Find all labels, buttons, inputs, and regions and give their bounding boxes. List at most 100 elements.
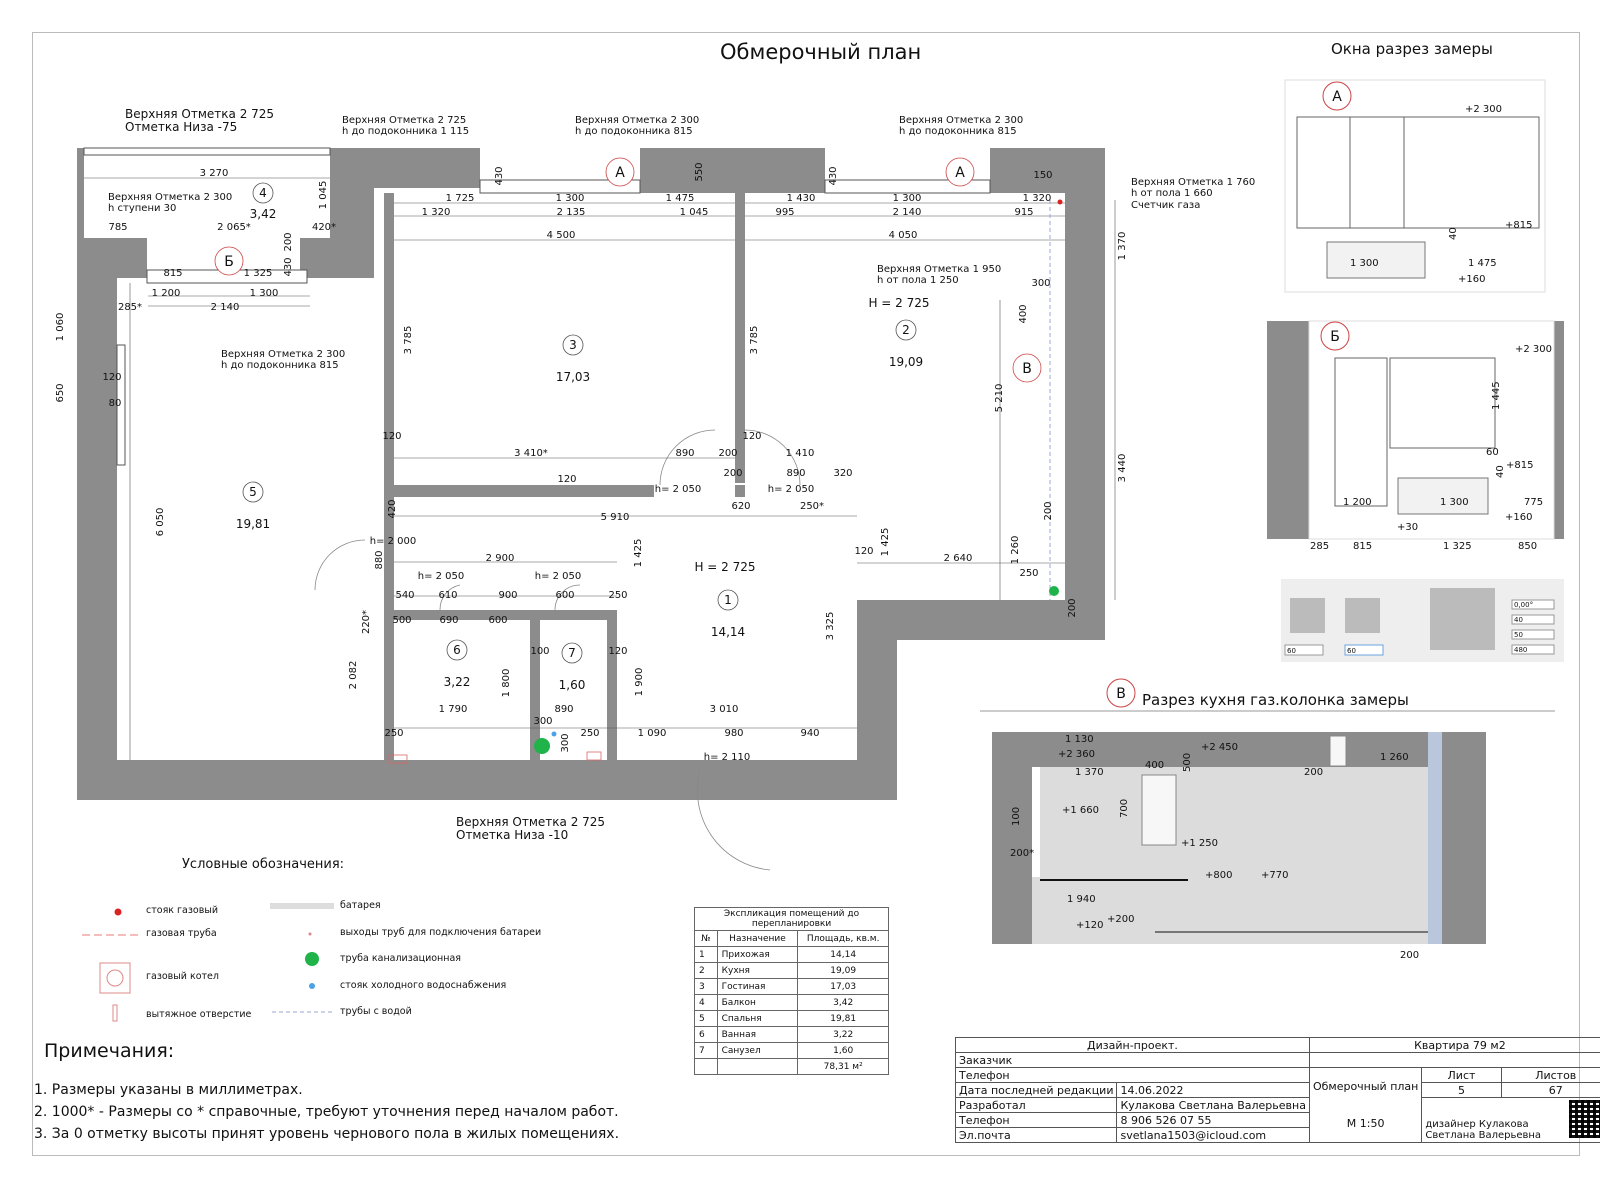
svg-text:220*: 220* — [361, 610, 372, 634]
table-header: Назначение — [716, 930, 799, 947]
room-number: 7 — [568, 646, 576, 660]
svg-text:h= 2 000: h= 2 000 — [370, 536, 417, 547]
svg-text:300: 300 — [1031, 278, 1050, 289]
notes-title: Примечания: — [44, 1040, 175, 1062]
svg-text:940: 940 — [800, 728, 819, 739]
svg-text:480: 480 — [1514, 646, 1527, 654]
svg-text:1 430: 1 430 — [787, 193, 816, 204]
svg-text:600: 600 — [488, 615, 507, 626]
wall — [857, 600, 1105, 640]
developer-label: Разработал — [954, 1097, 1118, 1113]
kitchen-section: В 1 130 +2 360 1 370 400 +2 450 200 1 26… — [980, 678, 1555, 961]
svg-text:1 475: 1 475 — [666, 193, 695, 204]
customer-label: Заказчик — [955, 1052, 1310, 1068]
svg-text:3 270: 3 270 — [200, 168, 229, 179]
gas-riser-mark — [1057, 199, 1063, 205]
drawing-frame — [32, 32, 1580, 1156]
svg-text:1 260: 1 260 — [1010, 536, 1021, 565]
svg-text:+1 250: +1 250 — [1181, 838, 1218, 849]
section-v-label: В — [1022, 361, 1032, 377]
room-number: 4 — [259, 186, 267, 200]
callout-text: Верхняя Отметка 1 760 — [1131, 177, 1255, 188]
svg-text:1 090: 1 090 — [638, 728, 667, 739]
room-number: 3 — [569, 338, 577, 352]
svg-text:1 325: 1 325 — [1443, 541, 1472, 552]
svg-text:420*: 420* — [312, 222, 336, 233]
section-v-label: В — [1116, 686, 1126, 702]
callout-text: h до подоконника 1 115 — [342, 126, 469, 137]
svg-text:1 445: 1 445 — [1491, 381, 1502, 410]
svg-text:400: 400 — [1145, 760, 1164, 771]
svg-text:+815: +815 — [1505, 220, 1532, 231]
wall — [640, 148, 825, 193]
svg-text:1 370: 1 370 — [1075, 767, 1104, 778]
legend-symbols — [82, 903, 334, 1022]
svg-text:2 065*: 2 065* — [217, 222, 251, 233]
phone-label: Телефон — [955, 1067, 1310, 1083]
callout-text: Верхняя Отметка 2 725 — [342, 115, 466, 126]
svg-text:2 082: 2 082 — [348, 661, 359, 690]
svg-text:620: 620 — [731, 501, 750, 512]
wall — [607, 610, 617, 760]
svg-text:1 320: 1 320 — [422, 207, 451, 218]
svg-text:1 300: 1 300 — [1440, 497, 1469, 508]
svg-text:880: 880 — [374, 550, 385, 569]
room-5-floor — [121, 283, 384, 760]
svg-text:120: 120 — [854, 546, 873, 557]
svg-text:1 900: 1 900 — [634, 668, 645, 697]
svg-text:1 325: 1 325 — [244, 268, 273, 279]
svg-text:1 045: 1 045 — [680, 207, 709, 218]
legend-item: газовый котел — [146, 971, 219, 982]
window — [83, 147, 331, 156]
callout-text: Верхняя Отметка 2 300 — [108, 192, 232, 203]
svg-text:4 050: 4 050 — [889, 230, 918, 241]
svg-text:300: 300 — [560, 733, 571, 752]
svg-text:600: 600 — [555, 590, 574, 601]
section-b-marker — [214, 246, 244, 276]
wall — [384, 193, 394, 613]
svg-text:1 300: 1 300 — [250, 288, 279, 299]
svg-text:320: 320 — [833, 468, 852, 479]
room-number: 5 — [249, 485, 257, 499]
svg-text:120: 120 — [742, 431, 761, 442]
svg-text:3 785: 3 785 — [403, 326, 414, 355]
sewer-pipe-mark — [534, 738, 550, 754]
svg-text:200*: 200* — [1010, 848, 1034, 859]
svg-text:1 725: 1 725 — [446, 193, 475, 204]
svg-text:1 200: 1 200 — [152, 288, 181, 299]
svg-text:40: 40 — [1495, 465, 1506, 478]
svg-text:250: 250 — [608, 590, 627, 601]
window — [116, 344, 126, 466]
wall — [77, 238, 117, 800]
svg-text:650: 650 — [55, 383, 66, 402]
window-section-b: Б +2 300 60 +815 1 200 1 300 775 +160 +3… — [1267, 320, 1564, 552]
note-line: 3. За 0 отметку высоты принят уровень че… — [34, 1126, 620, 1142]
svg-text:1 300: 1 300 — [1350, 258, 1379, 269]
callout-text: h ступени 30 — [108, 203, 176, 214]
svg-text:100: 100 — [530, 646, 549, 657]
wall — [330, 148, 374, 278]
explication-total: 78,31 м² — [797, 1058, 889, 1075]
svg-text:2 640: 2 640 — [944, 553, 973, 564]
svg-text:890: 890 — [786, 468, 805, 479]
room-number: 2 — [902, 323, 910, 337]
wall — [384, 485, 654, 497]
svg-text:1 475: 1 475 — [1468, 258, 1497, 269]
svg-text:900: 900 — [498, 590, 517, 601]
door-swing — [696, 769, 771, 871]
callout-text: Отметка Низа -10 — [456, 828, 568, 842]
room-area: 14,14 — [711, 625, 745, 639]
callout-text: Верхняя Отметка 1 950 — [877, 264, 1001, 275]
svg-text:850: 850 — [1518, 541, 1537, 552]
svg-text:+815: +815 — [1506, 460, 1533, 471]
callout-text: Верхняя Отметка 2 300 — [575, 115, 699, 126]
svg-text:200: 200 — [1304, 767, 1323, 778]
walls — [77, 148, 1105, 800]
svg-text:1 200: 1 200 — [1343, 497, 1372, 508]
svg-text:h= 2 050: h= 2 050 — [535, 571, 582, 582]
svg-text:915: 915 — [1014, 207, 1033, 218]
svg-text:120: 120 — [557, 474, 576, 485]
